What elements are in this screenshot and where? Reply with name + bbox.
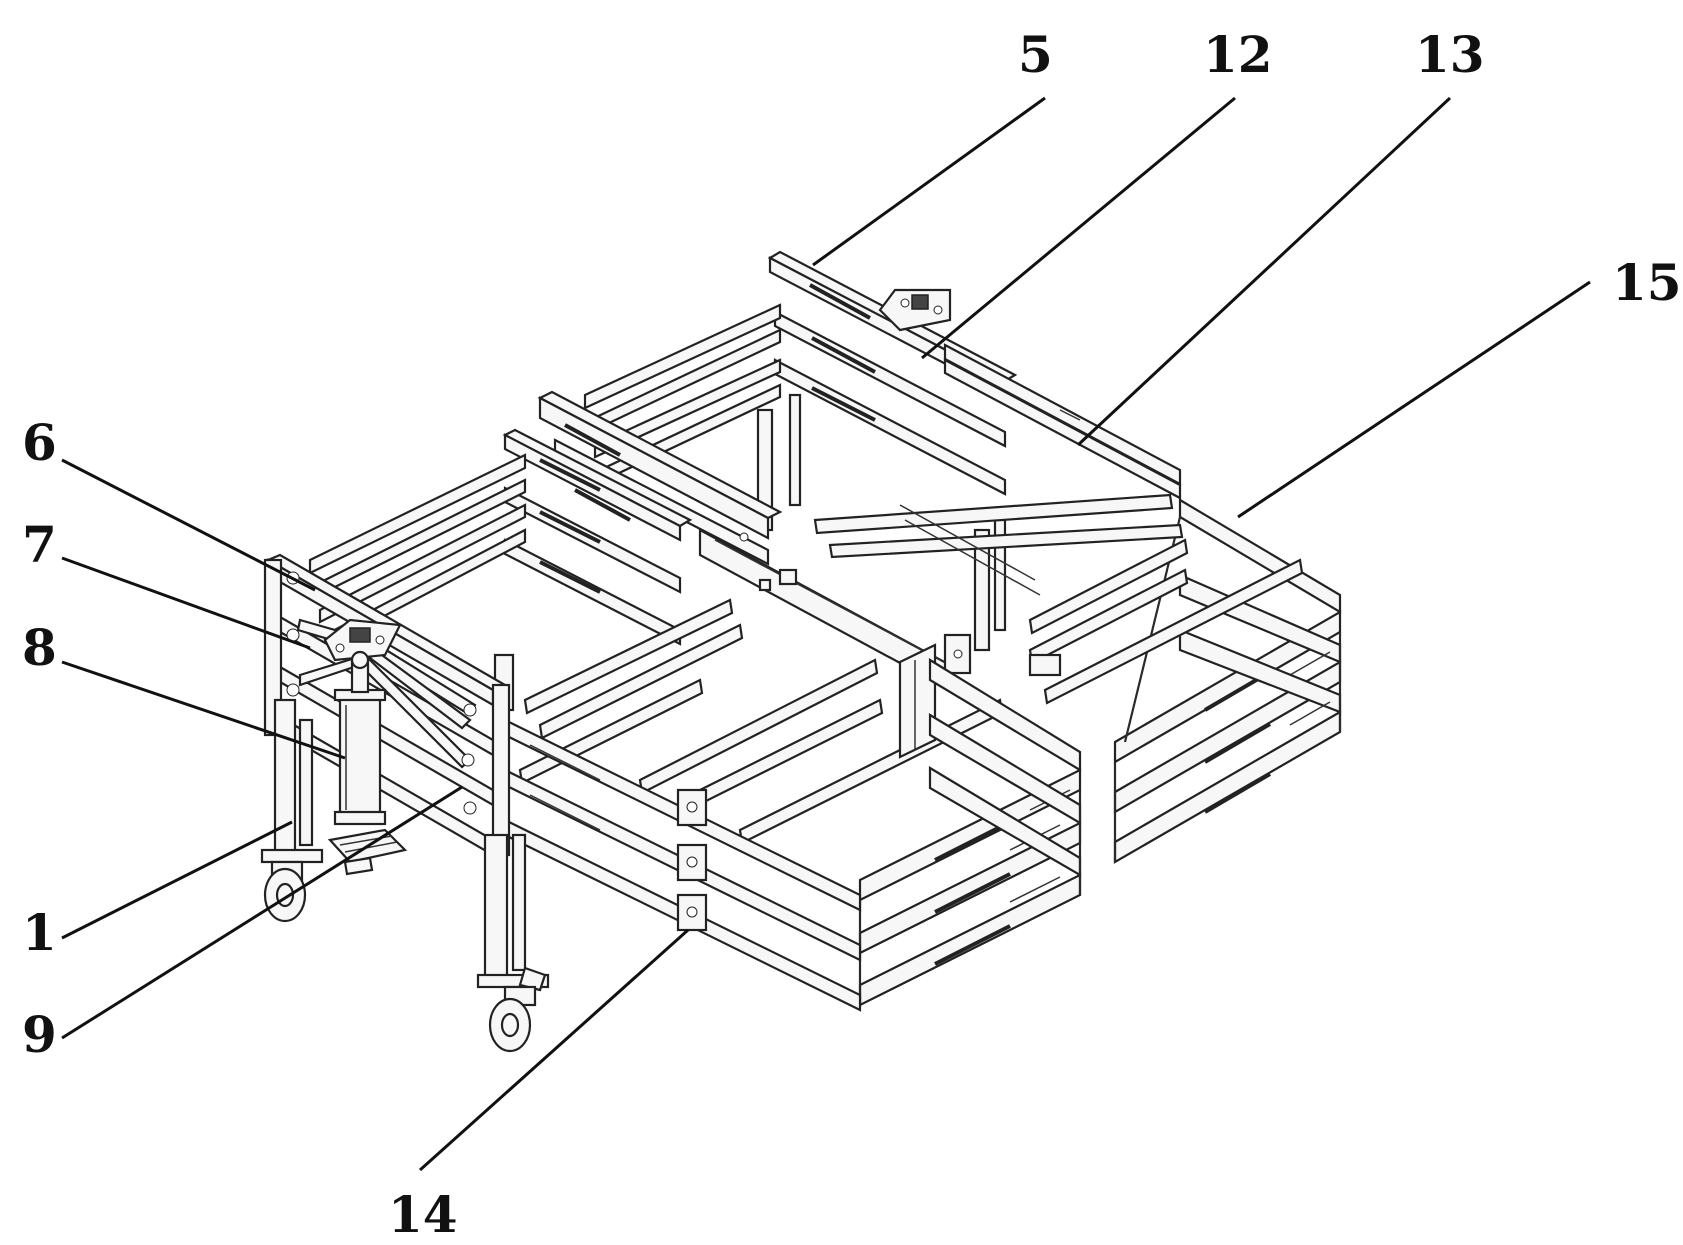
rear-right-trays: [1113, 498, 1342, 864]
label-7: 7: [22, 515, 57, 574]
label-14: 14: [388, 1185, 458, 1244]
label-8: 8: [22, 618, 57, 677]
label-9: 9: [22, 1005, 57, 1064]
front-frame-module: [308, 428, 1082, 1012]
middle-beam: [537, 390, 972, 692]
leader-lines: [61, 96, 1591, 1172]
front-right-trays: [858, 658, 1082, 1007]
left-lift-mechanism: [260, 553, 550, 1053]
label-1: 1: [22, 903, 57, 962]
label-15: 15: [1612, 253, 1682, 312]
label-12: 12: [1203, 25, 1273, 84]
rear-frame-module: [583, 250, 1342, 864]
label-6: 6: [22, 413, 57, 472]
label-5: 5: [1018, 25, 1053, 84]
part-labels: 5 12 13 15 6 7 8 1 9 14: [22, 25, 1682, 1244]
label-13: 13: [1415, 25, 1485, 84]
